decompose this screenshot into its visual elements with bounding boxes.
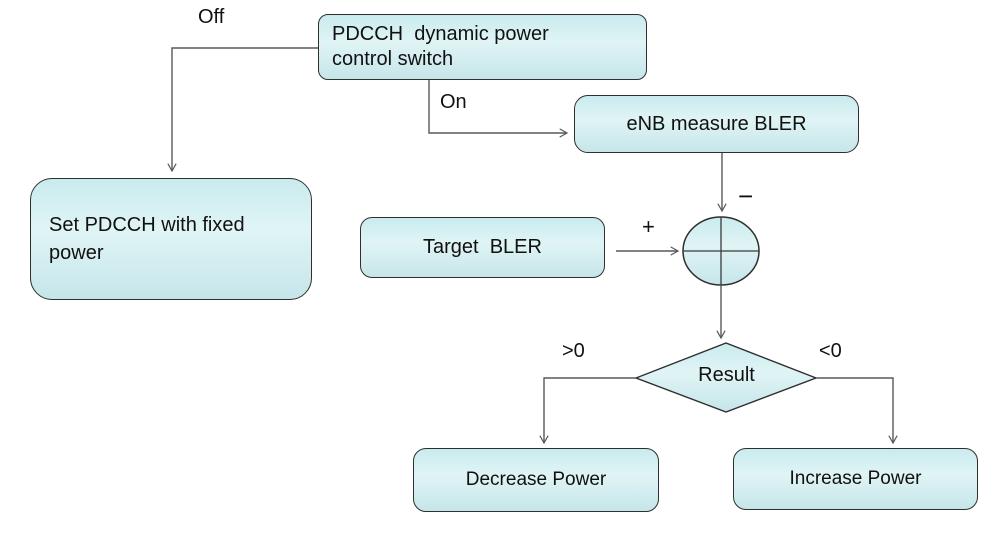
edge-label-minus: −: [738, 181, 754, 211]
connector-on: [428, 80, 569, 138]
result-diamond-label: Result: [698, 364, 755, 386]
edge-label-less-than-zero: <0: [819, 340, 842, 362]
edge-label-greater-than-zero: >0: [562, 340, 585, 362]
node-target-bler: Target BLER: [360, 217, 605, 278]
node-set-fixed-power-line2: power: [49, 242, 104, 264]
node-set-fixed-power-line1: Set PDCCH with fixed: [49, 214, 245, 236]
edge-label-on: On: [440, 91, 467, 113]
node-enb-measure-bler: eNB measure BLER: [574, 95, 859, 153]
node-set-fixed-power: Set PDCCH with fixed power: [30, 178, 312, 300]
connector-off: [167, 47, 318, 173]
node-increase-power: Increase Power: [733, 448, 978, 510]
edge-label-plus: +: [642, 214, 655, 239]
node-decrease-power: Decrease Power: [413, 448, 659, 512]
node-pdcch-switch-line1: PDCCH dynamic power: [332, 23, 549, 45]
connector-less-than-zero: [816, 377, 898, 445]
connector-greater-than-zero: [539, 377, 636, 445]
edge-label-off: Off: [198, 6, 225, 28]
node-pdcch-switch: PDCCH dynamic power control switch: [318, 14, 647, 80]
node-pdcch-switch-line2: control switch: [332, 48, 454, 70]
